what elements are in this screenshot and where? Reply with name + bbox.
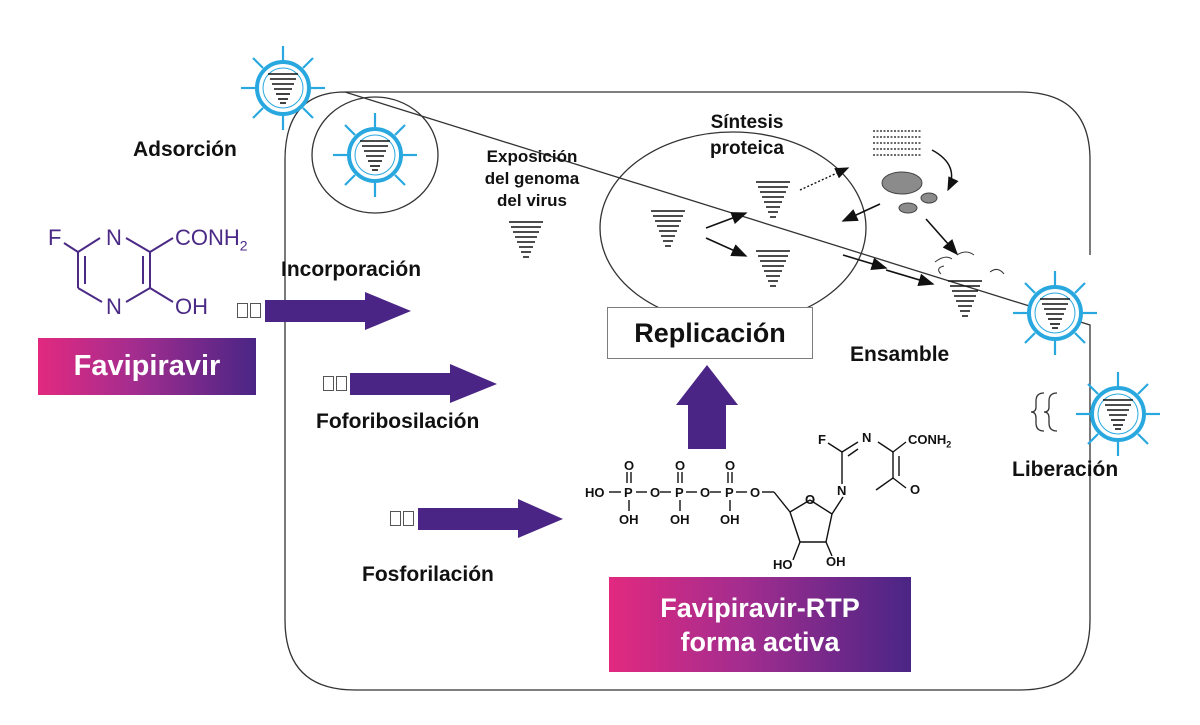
arrow-replication-down bbox=[705, 237, 748, 257]
arrow-protein-to-nucleus bbox=[841, 203, 881, 222]
rtp-atom-oh1: OH bbox=[619, 512, 639, 527]
assembly-fragments bbox=[934, 251, 1005, 275]
arrow-genome-to-assembly bbox=[842, 254, 888, 270]
rtp-atom-p1: P bbox=[624, 485, 633, 500]
label-replicacion: Replicación bbox=[634, 317, 786, 348]
label-adsorcion: Adsorción bbox=[133, 138, 237, 161]
virus-outside bbox=[241, 46, 325, 130]
arrow-replication-up bbox=[705, 212, 748, 229]
rtp-conh2-sub: 2 bbox=[946, 439, 952, 450]
favipiravir-name: Favipiravir bbox=[73, 350, 221, 382]
rtp-atom-ho-sugar: HO bbox=[773, 557, 793, 572]
fav-conh2-sub: 2 bbox=[239, 237, 248, 254]
label-ensamble: Ensamble bbox=[850, 343, 950, 366]
rtp-badge: Favipiravir-RTP forma activa bbox=[609, 577, 911, 672]
fav-conh2-text: CONH bbox=[175, 225, 240, 250]
label-fosforilacion: Fosforilación bbox=[362, 563, 494, 586]
marker-fosforilacion-2 bbox=[403, 511, 414, 526]
genome-exposed bbox=[508, 221, 544, 258]
rtp-atom-conh2: CONH2 bbox=[908, 432, 951, 450]
rtp-atom-o-bridge1: O bbox=[650, 485, 661, 500]
liberation-braces bbox=[1030, 392, 1058, 432]
rtp-line1: Favipiravir-RTP bbox=[660, 592, 860, 623]
arrow-genome-to-assembly-2 bbox=[885, 269, 935, 287]
rtp-atom-n-glyco: N bbox=[837, 483, 847, 498]
rtp-atom-f: F bbox=[818, 432, 826, 447]
marker-fosforilacion-1 bbox=[390, 511, 401, 526]
rtp-atom-oh-sugar: OH bbox=[826, 554, 846, 569]
rtp-atom-o-bridge3: O bbox=[750, 485, 761, 500]
rtp-conh2-text: CONH bbox=[908, 432, 947, 447]
arrow-curved bbox=[931, 149, 959, 192]
arrow-to-replicacion bbox=[676, 365, 738, 449]
rtp-atom-o-top2: O bbox=[675, 458, 686, 473]
label-exposicion: Exposición del genoma del virus bbox=[484, 147, 580, 210]
favipiravir-structure bbox=[63, 237, 174, 303]
rtp-atom-p2: P bbox=[675, 485, 684, 500]
fav-atom-f: F bbox=[48, 225, 62, 250]
marker-incorporacion-1 bbox=[237, 303, 248, 318]
label-incorporacion: Incorporación bbox=[281, 258, 422, 281]
protein-blob-large bbox=[881, 171, 923, 195]
protein-blob-small bbox=[898, 202, 918, 214]
rtp-line2: forma activa bbox=[680, 626, 840, 657]
rtp-atom-ho: HO bbox=[585, 485, 605, 500]
marker-foforibosilacion-2 bbox=[336, 376, 347, 391]
rtp-atom-n-top: N bbox=[862, 430, 872, 445]
rtp-structure bbox=[609, 441, 907, 561]
favipiravir-badge: Favipiravir bbox=[38, 338, 256, 395]
rtp-atom-o-carbonyl: O bbox=[910, 482, 921, 497]
label-foforibosilacion: Foforibosilación bbox=[316, 410, 480, 433]
rtp-atom-oh2: OH bbox=[670, 512, 690, 527]
genome-template bbox=[650, 210, 686, 247]
fav-atom-n-bottom: N bbox=[106, 294, 122, 319]
arrow-protein-to-assembly bbox=[925, 218, 959, 256]
rtp-atom-o-top3: O bbox=[725, 458, 736, 473]
marker-incorporacion-2 bbox=[250, 303, 261, 318]
label-sintesis: Síntesis proteica bbox=[710, 112, 784, 159]
arrow-fosforilacion bbox=[418, 499, 563, 538]
rtp-atom-o-top1: O bbox=[624, 458, 635, 473]
protein-blob-medium bbox=[920, 192, 938, 204]
genome-copy-2 bbox=[755, 250, 791, 287]
arrow-foforibosilacion bbox=[350, 364, 497, 403]
endosome bbox=[311, 96, 439, 214]
rtp-atom-o-bridge2: O bbox=[700, 485, 711, 500]
arrow-to-synthesis bbox=[799, 167, 850, 191]
replicacion-box: Replicación bbox=[607, 307, 813, 359]
fav-atom-n-top: N bbox=[106, 225, 122, 250]
virus-released-1 bbox=[1013, 271, 1097, 355]
rtp-atom-o-ring: O bbox=[805, 492, 816, 507]
marker-foforibosilacion-1 bbox=[323, 376, 334, 391]
genome-assembly bbox=[947, 280, 983, 317]
protein-strands bbox=[873, 130, 921, 156]
rtp-atom-oh3: OH bbox=[720, 512, 740, 527]
arrow-incorporacion bbox=[265, 292, 411, 330]
genome-copy-1 bbox=[755, 181, 791, 218]
fav-atom-conh2: CONH2 bbox=[175, 225, 248, 253]
virus-released-2 bbox=[1076, 372, 1160, 456]
rtp-atom-p3: P bbox=[725, 485, 734, 500]
fav-atom-oh: OH bbox=[175, 294, 208, 319]
label-liberacion: Liberación bbox=[1012, 458, 1119, 481]
virus-endosome bbox=[333, 113, 417, 197]
